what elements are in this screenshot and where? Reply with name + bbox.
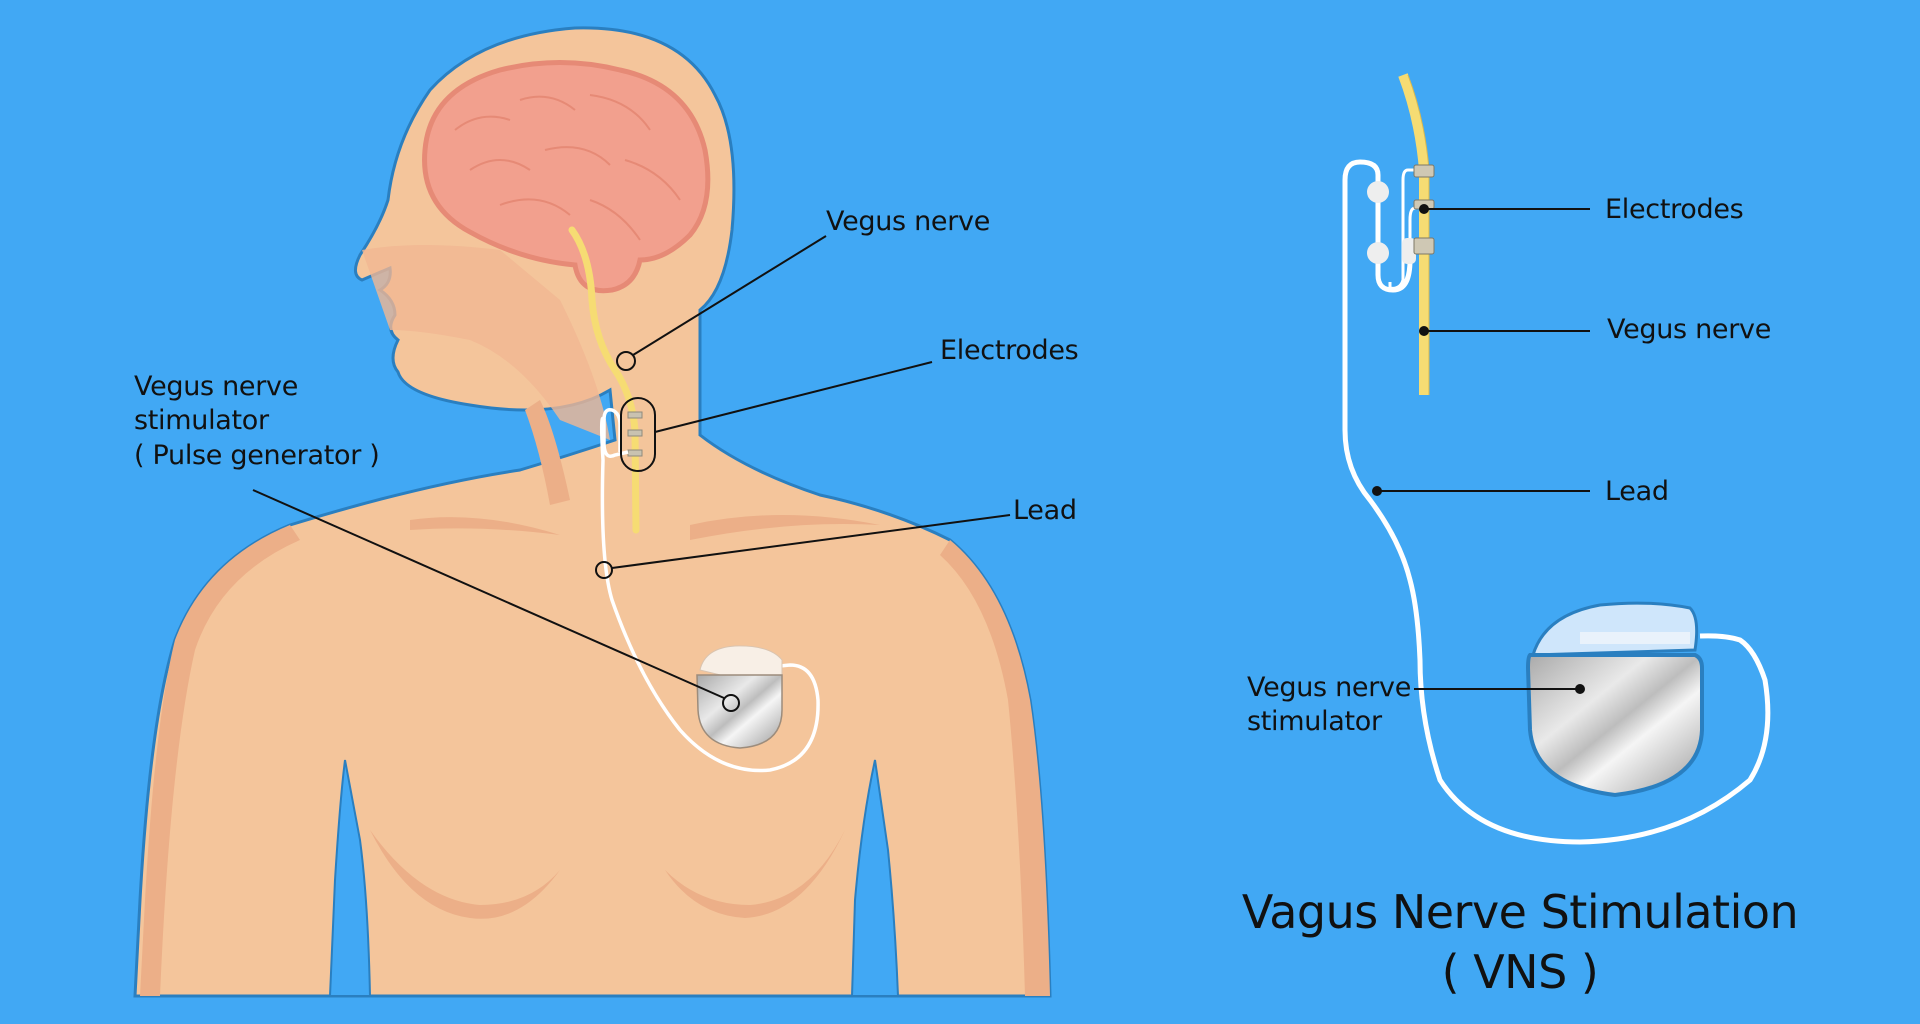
- label-stimulator-left-3: ( Pulse generator ): [134, 440, 380, 471]
- label-vagus-nerve-left: Vegus nerve: [826, 206, 990, 237]
- stimulator-left: [696, 645, 783, 749]
- leader-lines-left: [252, 235, 1011, 712]
- body-silhouette: [133, 26, 1052, 998]
- label-electrodes-left: Electrodes: [940, 335, 1079, 366]
- vagus-nerve-left: [568, 226, 640, 534]
- stimulator-right: [1525, 601, 1704, 798]
- vagus-nerve-right: [1398, 73, 1429, 395]
- diagram-title-line2: ( VNS ): [1441, 945, 1599, 999]
- label-lead-left: Lead: [1013, 495, 1077, 526]
- leader-lines-right: [1377, 208, 1590, 690]
- label-stimulator-left-2: stimulator: [134, 405, 269, 436]
- human-body: [133, 26, 1052, 998]
- label-stimulator-left-1: Vegus nerve: [134, 371, 298, 402]
- brain: [422, 60, 711, 294]
- label-stimulator-right-1: Vegus nerve: [1247, 672, 1411, 703]
- leader-dots-right: [1372, 204, 1585, 694]
- label-lead-right: Lead: [1605, 476, 1669, 507]
- label-stimulator-right-2: stimulator: [1247, 706, 1382, 737]
- label-vagus-nerve-right: Vegus nerve: [1607, 314, 1771, 345]
- label-electrodes-right: Electrodes: [1605, 194, 1744, 225]
- diagram-title-line1: Vagus Nerve Stimulation: [1241, 885, 1799, 939]
